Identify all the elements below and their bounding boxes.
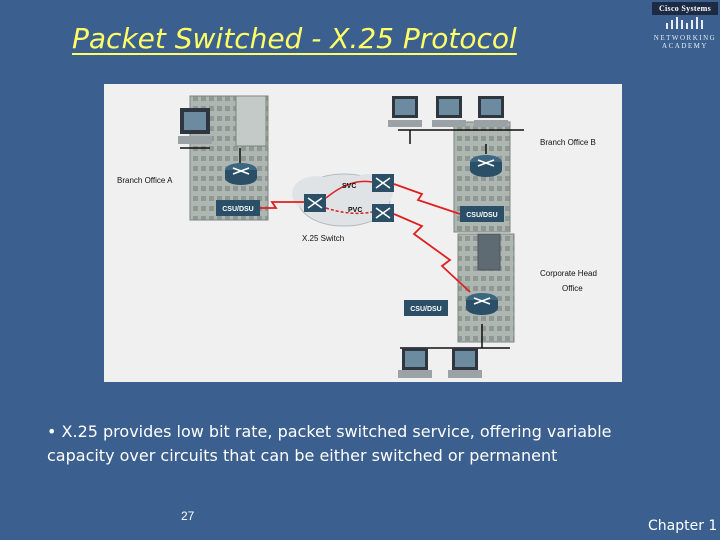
logo-program-line1: NETWORKING — [653, 34, 717, 42]
wan-links — [260, 183, 471, 293]
csu-a-label: CSU/DSU — [222, 206, 254, 213]
workstation-icon — [448, 348, 482, 378]
router-icon — [466, 293, 498, 315]
csu-dsu-icon: CSU/DSU — [216, 200, 260, 216]
corporate-label-line1: Corporate Head — [540, 269, 597, 278]
cisco-networking-academy-logo: Cisco Systems NETWORKING ACADEMY — [652, 2, 718, 52]
slide-title: Packet Switched - X.25 Protocol — [72, 22, 517, 55]
pvc-label: PVC — [348, 207, 362, 214]
workstation-icon — [398, 348, 432, 378]
corporate-building — [457, 233, 515, 343]
x25-switch-icon — [372, 174, 394, 192]
csu-c-label: CSU/DSU — [410, 306, 442, 313]
router-icon — [225, 163, 257, 185]
chapter-label: Chapter 1 — [648, 518, 718, 534]
branch-a-building — [189, 95, 269, 221]
svc-circuit — [325, 180, 373, 199]
pvc-circuit — [325, 207, 373, 215]
workstation-icon — [474, 96, 508, 127]
x25-switch-label: X.25 Switch — [302, 234, 344, 243]
logo-brand: Cisco Systems — [652, 2, 718, 15]
router-icon — [470, 155, 502, 177]
csu-dsu-icon: CSU/DSU — [404, 300, 448, 316]
branch-b-label: Branch Office B — [540, 138, 596, 147]
csu-b-label: CSU/DSU — [466, 212, 498, 219]
svc-label: SVC — [342, 183, 356, 190]
page-number: 27 — [181, 509, 195, 523]
workstation-icon — [388, 96, 422, 127]
corporate-label-line2: Office — [562, 284, 583, 293]
branch-a-label: Branch Office A — [117, 176, 173, 185]
bullet-text: • X.25 provides low bit rate, packet swi… — [47, 422, 612, 465]
x25-network-diagram: CSU/DSU CSU/DSU CSU/DSU — [104, 84, 622, 382]
workstation-icon — [178, 108, 212, 144]
logo-program-line2: ACADEMY — [662, 42, 708, 50]
workstation-icon — [432, 96, 466, 127]
csu-dsu-icon: CSU/DSU — [460, 206, 504, 222]
logo-bars-icon — [666, 17, 703, 29]
x25-switch-icon — [372, 204, 394, 222]
x25-switch-icon — [304, 194, 326, 212]
